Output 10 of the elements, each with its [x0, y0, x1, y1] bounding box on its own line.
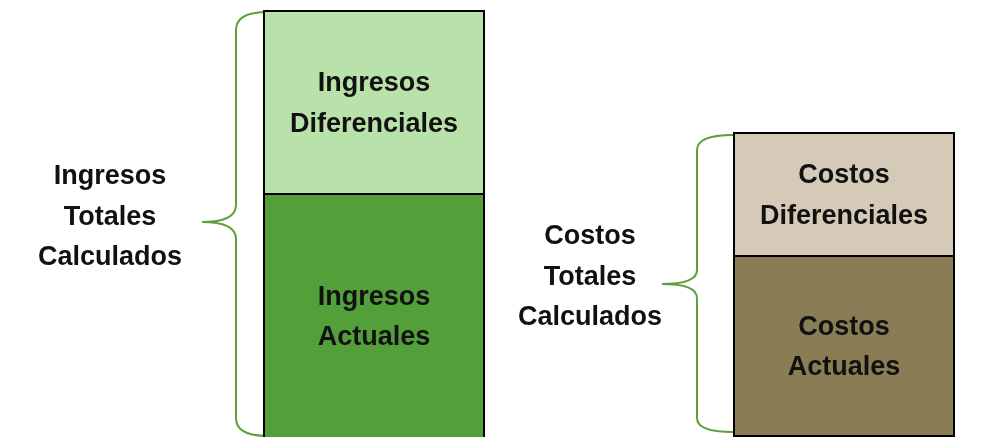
bar-segment [263, 193, 485, 437]
bracket-label: Ingresos Totales Calculados [36, 159, 183, 273]
segment-label: Ingresos Actuales [316, 279, 432, 353]
bar-segment [733, 132, 955, 257]
bracket-label: Costos Totales Calculados [516, 219, 663, 333]
segment-label: Ingresos Diferenciales [288, 66, 460, 140]
segment-label: Costos Diferenciales [758, 158, 930, 232]
bar-segment [263, 10, 485, 195]
bar-segment [733, 255, 955, 437]
segment-label: Costos Actuales [786, 309, 902, 383]
